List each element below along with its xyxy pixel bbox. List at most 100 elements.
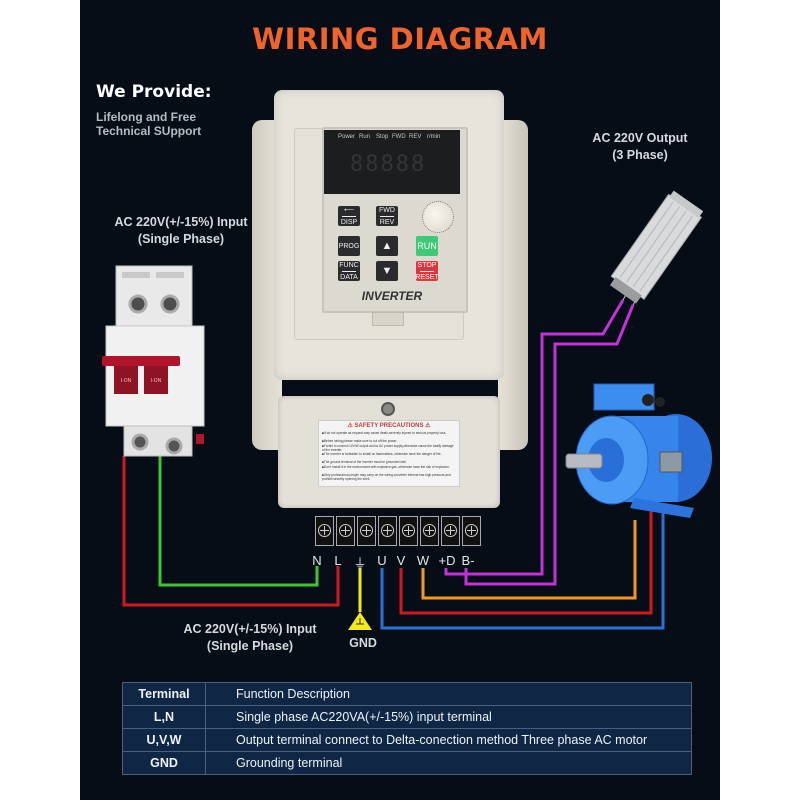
wire-w (421, 520, 637, 600)
wire-n (158, 456, 319, 587)
provide-line: Technical SUpport (96, 124, 202, 138)
up-arrow-icon: ▲ (381, 239, 393, 252)
breaker-switch-label: I-ON (151, 378, 162, 384)
indicator-rpm: r/min (427, 134, 441, 140)
safety-precautions-label: ⚠ SAFETY PRECAUTIONS ⚠ ■If do not operat… (318, 420, 460, 487)
table-cell-function: Single phase AC220VA(+/-15%) input termi… (205, 705, 692, 729)
data-key-label: DATA (340, 273, 358, 281)
fwd-rev-key[interactable]: FWD REV (376, 206, 398, 226)
terminal-screw[interactable] (357, 516, 376, 546)
output-label: AC 220V Output (3 Phase) (560, 130, 720, 164)
wire-l (122, 456, 340, 607)
terminal-label-u: U (377, 553, 387, 568)
table-header-row: Terminal Function Description (122, 682, 692, 706)
terminal-label-b-minus: B- (461, 553, 475, 568)
indicator-rev: REV (409, 134, 422, 140)
safety-line: ■The ground terminal of the inverter mus… (322, 460, 407, 464)
terminal-label-l: L (334, 553, 342, 568)
output-label-line: AC 220V Output (592, 131, 688, 145)
display-digits: 88888 (350, 152, 427, 177)
terminal-screw[interactable] (462, 516, 481, 546)
indicator-stop: Stop (376, 134, 389, 140)
table-cell-terminal: U,V,W (122, 728, 206, 752)
func-key-label: FUNC (339, 261, 359, 269)
circuit-breaker: I-ON I-ON (102, 265, 205, 457)
terminal-screw[interactable] (378, 516, 397, 546)
safety-line: ■Only professional people may carry on t… (322, 473, 451, 481)
table-row: L,N Single phase AC220VA(+/-15%) input t… (122, 705, 692, 729)
table-cell-terminal: GND (122, 751, 206, 775)
reset-key-label: RESET (415, 273, 439, 281)
breaker-switch-label: I-ON (121, 378, 132, 384)
stop-reset-key[interactable]: STOP RESET (415, 261, 439, 281)
speed-knob[interactable] (422, 201, 454, 233)
provide-heading: We Provide: (96, 82, 212, 102)
fwd-key-label: FWD (379, 206, 395, 214)
up-key[interactable]: ▲ (376, 236, 398, 256)
brake-resistor (609, 190, 704, 304)
table-cell-terminal: L,N (122, 705, 206, 729)
safety-title: ⚠ SAFETY PRECAUTIONS ⚠ (347, 423, 431, 429)
stop-key-label: STOP (417, 261, 437, 269)
input-label-line: AC 220V(+/-15%) Input (183, 622, 317, 636)
gnd-label: GND (349, 636, 377, 650)
terminal-screw[interactable] (336, 516, 355, 546)
terminal-screw[interactable] (441, 516, 460, 546)
wire-plus-d (444, 299, 625, 576)
terminal-label-plus-d: +D (438, 553, 456, 568)
table-row: U,V,W Output terminal connect to Delta-c… (122, 728, 692, 752)
wire-u (380, 506, 665, 630)
wire-b-minus (464, 304, 635, 586)
down-key[interactable]: ▼ (376, 261, 398, 281)
run-key-label: RUN (417, 240, 437, 251)
prog-key-label: PROG (338, 242, 360, 250)
input-label-bottom: AC 220V(+/-15%) Input (Single Phase) (160, 621, 340, 655)
terminal-label-w: W (416, 553, 430, 568)
table-cell-function: Output terminal connect to Delta-conecti… (205, 728, 692, 752)
wire-v (399, 510, 653, 615)
keypad-latch (372, 312, 404, 326)
provide-text: Lifelong and Free Technical SUpport (96, 110, 201, 138)
terminal-screw[interactable] (420, 516, 439, 546)
rev-key-label: REV (379, 218, 395, 226)
terminal-label-v: V (396, 553, 406, 568)
three-phase-motor (565, 383, 712, 518)
table-cell-function: Grounding terminal (205, 751, 692, 775)
table-header-function: Function Description (205, 682, 692, 706)
disp-key-label: DISP (340, 218, 358, 226)
back-arrow-icon: ⟵ (343, 206, 355, 214)
safety-line: ■Don't install it in the environment wit… (322, 465, 450, 469)
terminal-screw[interactable] (315, 516, 334, 546)
prog-key[interactable]: PROG (338, 236, 360, 256)
wiring-diagram-panel: WIRING DIAGRAM We Provide: Lifelong and … (80, 0, 720, 800)
indicator-fwd: FWD (392, 134, 406, 140)
table-row: GND Grounding terminal (122, 751, 692, 775)
disp-key[interactable]: ⟵ DISP (338, 206, 360, 226)
safety-line: ■Forbid to connect U/V/W output and to A… (322, 444, 454, 452)
indicator-run: Run (359, 134, 371, 140)
provide-line: Lifelong and Free (96, 110, 197, 124)
terminal-label-n: N (312, 553, 322, 568)
safety-line: ■The inverter is forbidden to install on… (322, 452, 442, 456)
input-label-line: AC 220V(+/-15%) Input (114, 215, 248, 229)
terminal-screw[interactable] (399, 516, 418, 546)
func-data-key[interactable]: FUNC DATA (338, 261, 360, 281)
safety-line: ■If do not operate as request,may cause … (322, 431, 447, 435)
inverter-brand: INVERTER (361, 289, 423, 303)
terminal-block (315, 516, 483, 546)
input-label-top: AC 220V(+/-15%) Input (Single Phase) (86, 214, 276, 248)
output-label-line: (3 Phase) (612, 148, 668, 162)
page-title: WIRING DIAGRAM (252, 22, 548, 56)
terminal-label-ground: ⏚ (353, 556, 367, 571)
down-arrow-icon: ▼ (381, 264, 393, 277)
run-key[interactable]: RUN (416, 236, 438, 256)
cover-screw-icon (381, 402, 395, 416)
input-label-line: (Single Phase) (206, 639, 294, 653)
input-label-line: (Single Phase) (137, 232, 225, 246)
table-header-terminal: Terminal (122, 682, 206, 706)
safety-line: ■Before wiring,please make sure to cut o… (322, 439, 398, 443)
terminal-function-table: Terminal Function Description L,N Single… (122, 682, 692, 775)
inverter-display: Power Run Stop FWD REV r/min 88888 (324, 130, 460, 194)
wiring-lines (122, 269, 665, 630)
indicator-power: Power (338, 134, 356, 140)
